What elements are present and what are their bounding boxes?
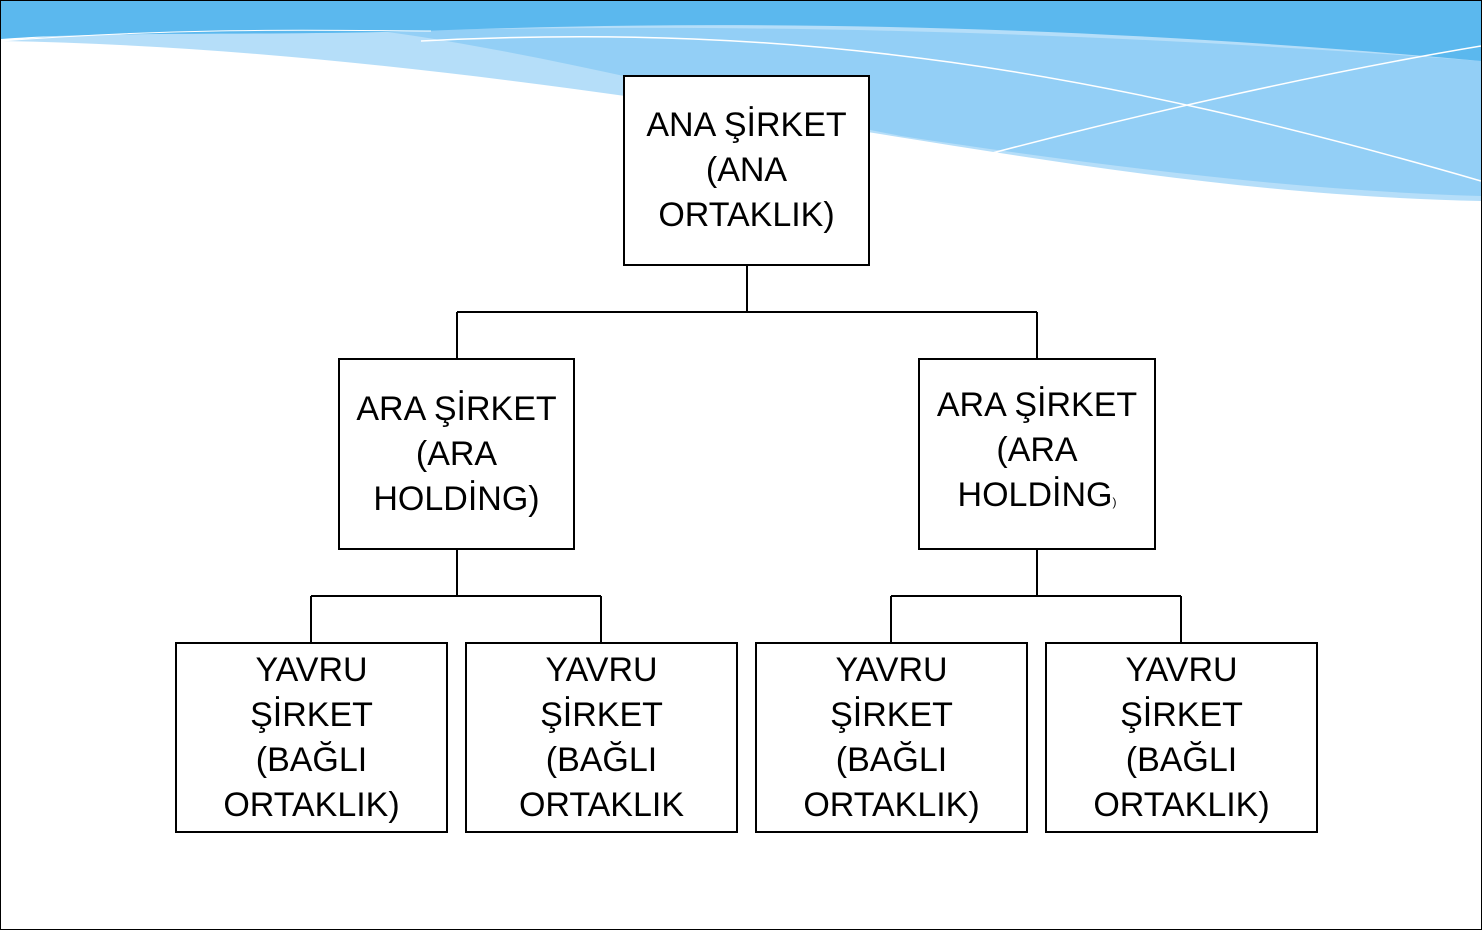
leaf-4-line-3: (BAĞLI (1125, 740, 1238, 779)
leaf-1-line-3: (BAĞLI (255, 740, 368, 779)
subsidiary-box-4: YAVRU ŞİRKET (BAĞLI ORTAKLIK) (1045, 642, 1318, 833)
subsidiary-box-1: YAVRU ŞİRKET (BAĞLI ORTAKLIK) (175, 642, 448, 833)
leaf-2-line-1: YAVRU (545, 650, 658, 689)
wave-dark-band (1, 1, 1481, 61)
root-line-2: (ANA (705, 151, 788, 189)
mid-right-line-3: HOLDİNG) (958, 473, 1117, 525)
subsidiary-box-2: YAVRU ŞİRKET (BAĞLI ORTAKLIK (465, 642, 738, 833)
leaf-2-line-4: ORTAKLIK (518, 785, 685, 824)
leaf-4-line-4: ORTAKLIK) (1093, 785, 1270, 824)
intermediate-company-box-left: ARA ŞİRKET (ARA HOLDİNG) (338, 358, 575, 550)
mid-right-line-2: (ARA (996, 431, 1078, 469)
subsidiary-box-3: YAVRU ŞİRKET (BAĞLI ORTAKLIK) (755, 642, 1028, 833)
mid-left-line-1: ARA ŞİRKET (356, 389, 557, 428)
mid-right-line-1: ARA ŞİRKET (936, 386, 1138, 424)
root-line-3: ORTAKLIK) (658, 196, 835, 234)
mid-left-line-2: (ARA (415, 434, 498, 473)
wave-mid-band (381, 27, 1481, 196)
leaf-1-line-1: YAVRU (255, 650, 368, 689)
leaf-1-line-2: ŞİRKET (250, 695, 373, 734)
leaf-2-line-2: ŞİRKET (540, 695, 663, 734)
root-line-1: ANA ŞİRKET (646, 106, 847, 144)
root-company-box: ANA ŞİRKET (ANA ORTAKLIK) (623, 75, 870, 266)
leaf-3-line-3: (BAĞLI (835, 740, 948, 779)
wave-highlight-line-2 (980, 45, 1481, 157)
mid-left-line-3: HOLDİNG) (373, 479, 540, 518)
leaf-2-line-3: (BAĞLI (545, 740, 658, 779)
leaf-3-line-1: YAVRU (835, 650, 948, 689)
wave-highlight-line-3 (1, 29, 432, 42)
wave-highlight-line-1 (420, 35, 1481, 182)
intermediate-company-box-right: ARA ŞİRKET (ARA HOLDİNG) (918, 358, 1156, 550)
leaf-3-line-4: ORTAKLIK) (803, 785, 980, 824)
mid-right-line-3-suffix: ) (1112, 495, 1117, 509)
mid-right-line-3-main: HOLDİNG (957, 476, 1113, 514)
leaf-1-line-4: ORTAKLIK) (223, 785, 400, 824)
leaf-4-line-2: ŞİRKET (1120, 695, 1243, 734)
leaf-3-line-2: ŞİRKET (830, 695, 953, 734)
leaf-4-line-1: YAVRU (1125, 650, 1238, 689)
